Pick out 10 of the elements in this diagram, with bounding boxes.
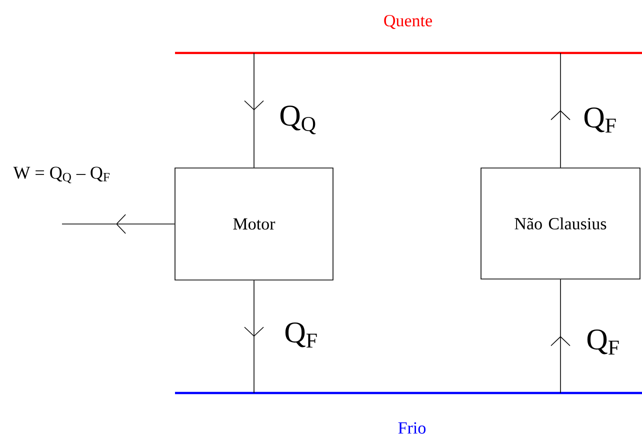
- reservoir-line: Quente: [175, 14, 642, 54]
- process-box: Não Clausius: [480, 168, 640, 280]
- edge-label: W = Q$_{Q}$ – Q$_{F}$: [13, 166, 110, 184]
- edge-label: Q$_{F}$: [285, 322, 317, 348]
- reservoir-line: Frio: [175, 392, 642, 434]
- process-box: Motor: [174, 168, 334, 280]
- edge-label: Q$_{F}$: [587, 329, 619, 354]
- arrow: [116, 214, 175, 234]
- edge-label: Q$_{F}$: [584, 107, 616, 132]
- edge-label: Q$_{Q}$: [280, 106, 316, 134]
